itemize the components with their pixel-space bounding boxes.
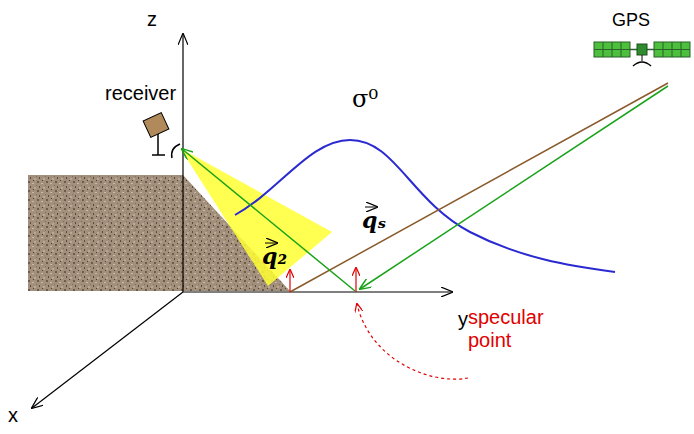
reflected-ray: [182, 149, 355, 291]
axis-label: y: [458, 308, 468, 331]
axis-label: x: [8, 404, 18, 427]
pointer-arrow: [357, 304, 468, 379]
q2-vector: [289, 270, 290, 292]
axis-label: z: [147, 8, 157, 31]
vector-label: q₂: [262, 244, 287, 269]
sigma-curve: [235, 140, 615, 272]
y-axis: [183, 291, 452, 292]
satellite-label: GPS: [612, 10, 650, 31]
incident-ray: [360, 86, 668, 289]
vector-label: qₛ: [362, 208, 386, 233]
qs-vector: [355, 268, 356, 292]
z-axis: [182, 34, 183, 292]
direct-ray: [290, 83, 668, 292]
receiver-label: receiver: [103, 82, 178, 105]
callout-label: specular point: [468, 306, 558, 352]
antenna-beam: [180, 148, 332, 286]
x-axis: [32, 292, 183, 408]
satellite-icon: [594, 42, 690, 66]
receiver-icon: [143, 113, 180, 158]
sigma-label: σ⁰: [352, 86, 378, 114]
